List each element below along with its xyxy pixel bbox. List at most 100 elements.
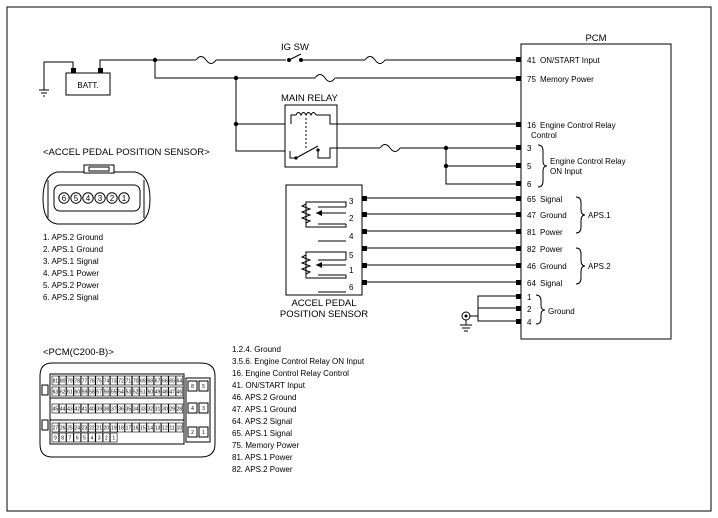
aps1-bracket: APS.1 [575,196,611,234]
svg-text:3: 3 [527,144,532,153]
pcm-connector-cavity-label: 29 [169,407,175,413]
pcm-connector-cavity [80,422,89,433]
pcm-connector-cavity-label: 24 [74,426,80,432]
pcm-connector-cavity-label: 8 [61,436,64,442]
svg-text:81: 81 [527,228,536,237]
svg-text:4: 4 [349,232,354,241]
pcm-connector-cavity [168,386,176,397]
pcm-connector-cavity [66,422,74,433]
pcm-connector-cavity [88,432,96,443]
pcm-connector-cavity-label: 10 [177,426,183,432]
pcm-pin-82: 82 Power [516,245,563,254]
svg-text:4. APS.1 Power: 4. APS.1 Power [43,269,99,278]
pcm-connector-cavity-label: 11 [170,426,175,432]
svg-text:Engine Control Relay: Engine Control Relay [540,121,616,130]
pcm-connector-cavity [117,375,125,386]
pcm-connector-cavity-label: 40 [89,407,95,413]
pcm-connector-cavity-label: 32 [147,407,153,413]
pcm-connector-cavity-label: 23 [82,426,88,432]
pcm-pin-5: 5 [516,162,532,171]
sensor-name-line-1: ACCEL PEDAL [291,298,356,309]
pcm-connector-cavity-label: 71 [126,379,132,385]
pcm-connector-cavity-label: 65 [169,379,175,385]
main-relay [284,104,338,168]
pcm-connector-cavity-label: 60 [74,390,80,396]
pcm-connector-cavity [73,422,81,433]
svg-text:2: 2 [110,194,115,203]
pcm-connector-cavity [153,375,162,386]
pcm-connector-cavity [153,403,162,414]
pcm-connector-cavity [51,432,59,443]
pcm-connector-cavity-label: 54 [118,390,124,396]
pcm-connector-cavity-label: 35 [126,407,132,413]
pcm-connector-cavity [139,375,147,386]
pcm-connector-cavity [102,422,111,433]
svg-text:APS.2: APS.2 [588,262,611,271]
pcm-connector-cavity [161,386,169,397]
pcm-connector-cavity [51,375,59,386]
svg-text:Power: Power [540,228,563,237]
pcm-connector-cavity [146,403,154,414]
pcm-connector-cavity [146,422,154,433]
pcm-connector-cavity-label: 78 [74,379,80,385]
pcm-connector-cavity [161,422,169,433]
pcm-connector-cavity-label: 2 [105,436,108,442]
pcm-connector-cavity [102,375,111,386]
pcm-connector-cavity-label: 37 [111,407,117,413]
pcm-connector-cavity [139,403,147,414]
pcm-connector-cavity-label: 56 [104,390,110,396]
pcm-connector-header: <PCM(C200-B)> [43,347,114,358]
pcm-connector-cavity-label: 5 [83,436,86,442]
pcm-connector-cavity [110,375,118,386]
pcm-connector-cavity [66,432,74,443]
pcm-connector-cavity-label: 62 [60,390,66,396]
pcm-connector-cavity [95,403,103,414]
pcm-legend: 1.2.4. Ground 3.5.6. Engine Control Rela… [232,345,365,474]
pcm-connector-cavity [88,422,96,433]
sensor-legend: 1. APS.2 Ground 2. APS.1 Ground 3. APS.1… [43,233,103,302]
pcm-connector-cavity [139,422,147,433]
pcm-connector-cavity-label: 27 [53,426,59,432]
ig-sw-label: IG SW [281,42,309,53]
pcm-connector-cavity [124,375,132,386]
pcm-connector-cavity-label: 3 [98,436,101,442]
pcm-connector-cavity [146,375,154,386]
pcm-connector-cavity-label: 49 [155,390,161,396]
pcm-connector-cavity-label: 59 [82,390,88,396]
pcm-connector-cavity [88,403,96,414]
pcm-connector-cavity-label: 80 [60,379,66,385]
svg-text:65. APS.1 Signal: 65. APS.1 Signal [232,429,292,438]
pcm-connector-cavity-label: 43 [67,407,73,413]
pcm-connector-cavity [139,386,147,397]
pcm-connector-cavity [102,403,111,414]
svg-text:5: 5 [349,251,354,260]
pcm-pin-2: 2 [516,305,532,314]
pcm-connector-cavity [95,422,103,433]
svg-text:6: 6 [62,194,67,203]
pcm-connector-cavity [175,422,184,433]
svg-text:47. APS.1 Ground: 47. APS.1 Ground [232,405,297,414]
svg-text:16: 16 [527,121,536,130]
pcm-connector-cavity [66,386,74,397]
pcm-connector-cavity-label: 66 [162,379,168,385]
svg-text:41. ON/START Input: 41. ON/START Input [232,381,306,390]
svg-text:Signal: Signal [540,279,562,288]
svg-text:4: 4 [527,318,532,327]
accel-sensor-box: 3 2 4 5 1 6 [285,184,367,296]
pcm-connector-cavity-label: 64 [177,379,183,385]
svg-text:4: 4 [191,406,194,412]
svg-text:2: 2 [191,430,194,436]
pcm-pin-47: 47 Ground [516,211,567,220]
pcm-connector-cavity [110,422,118,433]
pcm-connector-cavity-label: 26 [60,426,66,432]
svg-text:1. APS.2 Ground: 1. APS.2 Ground [43,233,103,242]
pcm-connector-cavity [88,375,96,386]
pcm-pin-81: 81 Power [516,228,563,237]
svg-text:Ground: Ground [548,307,575,316]
pcm-connector-cavity-label: 1 [112,436,115,442]
pcm-pin-1: 1 [516,293,532,302]
pcm-connector-cavity-label: 73 [111,379,117,385]
pcm-connector-cavity [102,386,111,397]
pcm-connector-cavity-label: 22 [89,426,95,432]
